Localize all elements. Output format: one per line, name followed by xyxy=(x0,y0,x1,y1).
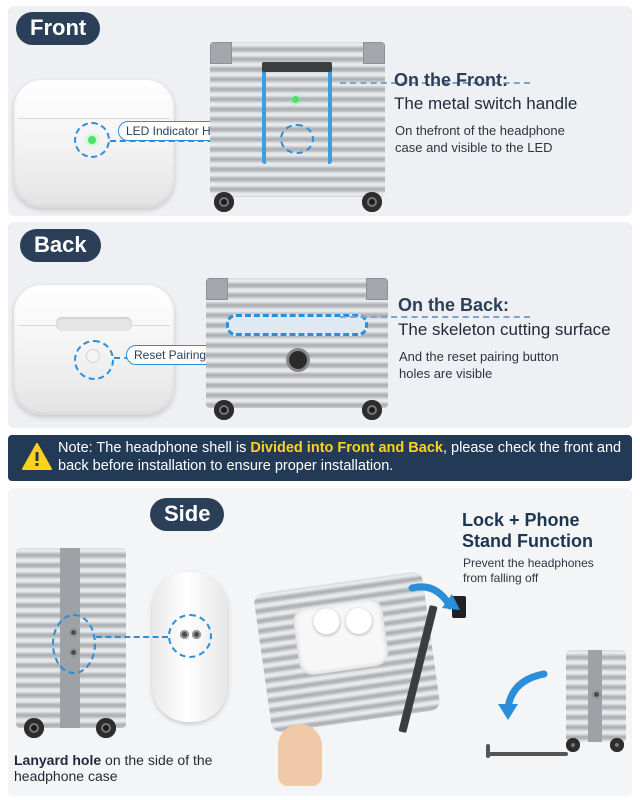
lock-description: Prevent the headphones from falling off xyxy=(463,556,594,586)
reset-button-ring-left xyxy=(74,340,114,380)
note-banner: Note: The headphone shell is Divided int… xyxy=(8,435,632,481)
heading-underline xyxy=(340,82,530,84)
back-description-line1: And the reset pairing button xyxy=(399,349,559,364)
lock-description-line2: from falling off xyxy=(463,571,539,585)
led-hole-ring-right xyxy=(280,124,314,154)
front-subheading: The metal switch handle xyxy=(394,94,578,113)
warning-icon xyxy=(22,443,52,470)
lanyard-caption-bold: Lanyard hole xyxy=(14,752,102,768)
front-description-line2: case and visible to the LED xyxy=(395,140,553,155)
lanyard-hole xyxy=(69,628,78,637)
lanyard-hole xyxy=(180,630,189,639)
lock-title: Lock + Phone Stand Function xyxy=(462,510,593,552)
heading-underline xyxy=(340,316,530,318)
lanyard-hole xyxy=(192,630,201,639)
back-subheading: The skeleton cutting surface xyxy=(398,320,611,339)
led-indicator xyxy=(88,136,96,144)
led-front-case xyxy=(292,96,299,103)
suitcase-case-back xyxy=(206,278,388,408)
wheel xyxy=(24,718,44,738)
lanyard-hole xyxy=(592,690,601,699)
lanyard-hole xyxy=(69,648,78,657)
lock-description-line1: Prevent the headphones xyxy=(463,556,594,570)
stand-leg xyxy=(488,752,568,756)
back-description-line2: holes are visible xyxy=(399,366,493,381)
front-heading: On the Front: xyxy=(394,70,508,90)
lanyard-caption: Lanyard hole on the side of the headphon… xyxy=(14,752,212,784)
lanyard-caption-line2: headphone case xyxy=(14,768,118,784)
wheel xyxy=(566,738,580,752)
wheel xyxy=(214,192,234,212)
front-description-line1: On thefront of the headphone xyxy=(395,123,565,138)
wheel xyxy=(362,192,382,212)
wheel xyxy=(610,738,624,752)
lanyard-connector-line xyxy=(96,636,168,638)
wheel xyxy=(96,718,116,738)
note-prefix: Note: The headphone shell is xyxy=(58,440,251,456)
back-label: Back xyxy=(20,229,101,262)
wheel xyxy=(214,400,234,420)
lanyard-hole-ring-right xyxy=(168,614,212,658)
front-label: Front xyxy=(16,12,101,45)
back-heading: On the Back: xyxy=(398,295,510,315)
lanyard-caption-rest: on the side of the xyxy=(101,752,213,768)
curved-arrow-icon xyxy=(498,670,548,720)
side-label: Side xyxy=(150,498,225,531)
led-hole-ring-left xyxy=(74,122,110,158)
stand-foot xyxy=(486,744,490,758)
lanyard-hole-ring-left xyxy=(52,614,96,674)
hand xyxy=(278,724,322,786)
lock-title-line1: Lock + Phone xyxy=(462,510,580,530)
lock-title-line2: Stand Function xyxy=(462,531,593,551)
led-connector-line xyxy=(110,140,282,142)
wheel xyxy=(362,400,382,420)
rotate-arrow-icon xyxy=(408,583,460,610)
note-highlight: Divided into Front and Back xyxy=(250,440,443,456)
suitcase-case-front xyxy=(210,42,385,197)
note-suffix: , please check the front and back before… xyxy=(58,440,622,474)
